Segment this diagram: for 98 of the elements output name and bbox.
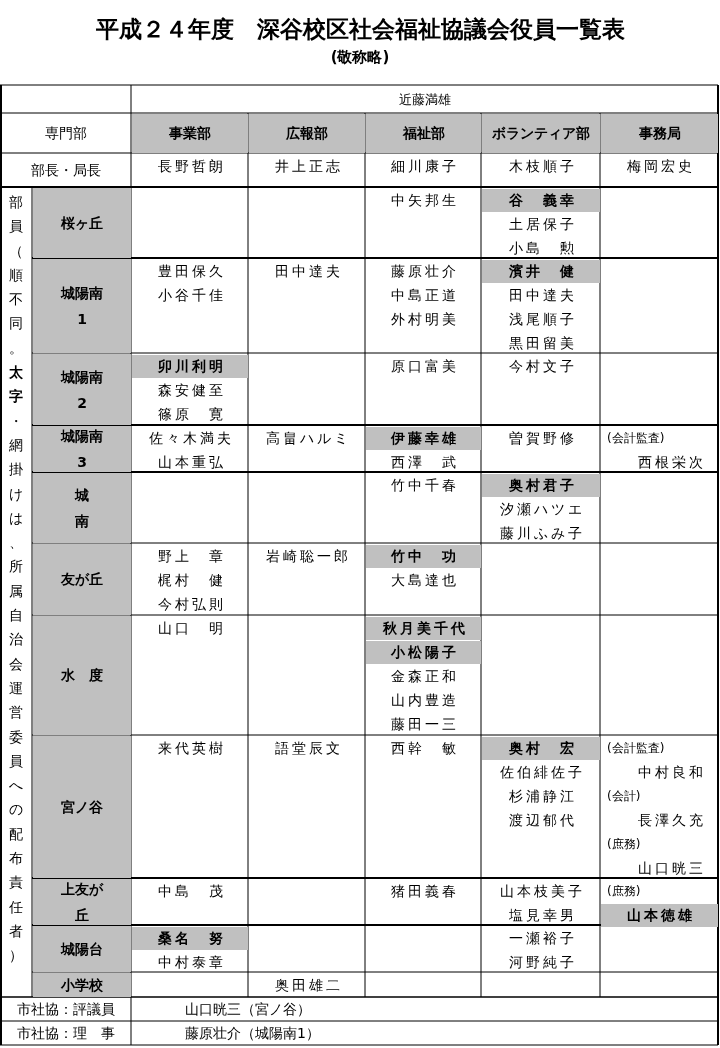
header-cell: 友が丘: [33, 544, 131, 615]
role-note: (庶務): [606, 883, 642, 900]
member-name: 高畠ハルミ: [265, 429, 352, 448]
highlighted-name: 竹中 功: [366, 545, 481, 568]
member-name: 原口富美: [390, 357, 460, 376]
member-name: 細川康子: [390, 157, 460, 176]
header-cell: 事務局: [601, 114, 718, 153]
member-name: 中村良和: [637, 763, 707, 782]
member-name: 木枝順子: [507, 157, 578, 176]
member-name: 今村弘則: [156, 595, 227, 614]
highlighted-name: 伊藤幸雄: [366, 427, 481, 450]
member-name: 中島 茂: [156, 882, 227, 901]
member-name: 小島 勲: [507, 239, 578, 258]
member-name: 梶村 健: [156, 571, 227, 590]
header-cell: 城陽南3: [33, 426, 131, 472]
header-cell: 城南: [33, 473, 131, 543]
member-name: 渡辺郁代: [507, 811, 578, 830]
member-name: 来代英樹: [156, 739, 227, 758]
member-name: 西幹 敏: [390, 739, 460, 758]
member-name: 山内豊造: [390, 691, 460, 710]
header-cell: 宮ノ谷: [33, 736, 131, 878]
member-name: 長澤久充: [637, 811, 707, 830]
member-name: 山本枝美子: [499, 882, 586, 901]
role-note: (会計監査): [606, 740, 666, 757]
header-cell: 城陽南2: [33, 354, 131, 425]
highlighted-name: 谷 義幸: [482, 189, 600, 212]
member-name: 山口 明: [156, 619, 227, 638]
member-name: 山本重弘: [156, 453, 227, 472]
header-text: 専門部: [44, 124, 88, 143]
member-name: 塩見幸男: [507, 906, 578, 925]
member-name: 岩崎聡一郎: [265, 547, 352, 566]
member-name: 今村文子: [507, 357, 578, 376]
highlighted-name: 小松陽子: [366, 641, 481, 664]
header-cell: 城陽南1: [33, 259, 131, 353]
member-name: 佐々木満夫: [148, 429, 235, 448]
header-cell: 城陽台: [33, 926, 131, 972]
role-note: (会計監査): [606, 430, 666, 447]
highlighted-name: 奥村君子: [482, 474, 600, 497]
member-name: 井上正志: [273, 157, 344, 176]
member-name: 河野純子: [507, 953, 578, 972]
member-name: 小谷千佳: [156, 286, 227, 305]
member-name: 汐瀬ハツエ: [499, 500, 586, 519]
table-title: 平成２４年度 深谷校区社会福祉協議会役員一覧表: [94, 15, 626, 44]
highlighted-name: 濱井 健: [482, 260, 600, 283]
member-name: 杉浦静江: [507, 787, 578, 806]
member-name: 篠原 寛: [156, 405, 227, 424]
member-name: 藤川ふみ子: [499, 524, 586, 543]
header-text: 市社協：評議員: [16, 1000, 116, 1019]
member-name: 外村明美: [390, 310, 460, 329]
member-name: 野上 章: [156, 547, 227, 566]
member-name: 中矢邦生: [390, 191, 460, 210]
member-name: 金森正和: [390, 667, 460, 686]
highlighted-name: 卯川利明: [132, 355, 248, 378]
member-name: 一瀬裕子: [507, 929, 578, 948]
member-name: 西根栄次: [637, 453, 707, 472]
member-name: 中島正道: [390, 286, 460, 305]
member-name: 豊田保久: [156, 262, 227, 281]
vertical-note: 部員（順不同。太字・網掛けは、所属自治会運営委員への配布責任者）: [8, 193, 24, 966]
member-name: 山口晄三（宮ノ谷）: [185, 1000, 311, 1019]
member-name: 大島達也: [390, 571, 460, 590]
member-name: 森安健至: [156, 381, 227, 400]
member-name: 長野哲朗: [156, 157, 227, 176]
header-cell: 事業部: [132, 114, 248, 153]
member-name: 土居保子: [507, 215, 578, 234]
header-text: 部長・局長: [30, 161, 102, 180]
member-name: 奥田雄二: [273, 976, 344, 995]
header-cell: 広報部: [249, 114, 365, 153]
member-name: 山口晄三: [637, 859, 707, 878]
member-name: 黒田留美: [507, 334, 578, 353]
highlighted-name: 桑名 努: [132, 927, 248, 950]
highlighted-name: 奥村 宏: [482, 737, 600, 760]
member-name: 猪田義春: [390, 882, 460, 901]
highlighted-name: 山本徳雄: [601, 904, 718, 927]
member-name: 中村泰章: [156, 953, 227, 972]
role-note: (会計): [606, 788, 642, 805]
header-cell: ボランティア部: [482, 114, 600, 153]
header-text: 市社協：理 事: [16, 1024, 116, 1043]
header-cell: 福祉部: [366, 114, 481, 153]
header-cell: 水 度: [33, 616, 131, 735]
member-name: 語堂辰文: [273, 739, 344, 758]
member-name: 田中達夫: [507, 286, 578, 305]
member-name: 佐伯緋佐子: [499, 763, 586, 782]
member-name: 竹中千春: [390, 476, 460, 495]
highlighted-name: 秋月美千代: [366, 617, 481, 640]
member-name: 藤原壮介（城陽南1）: [185, 1024, 320, 1043]
subtitle: (敬称略): [329, 47, 391, 68]
role-note: (庶務): [606, 836, 642, 853]
member-name: 西澤 武: [390, 453, 460, 472]
header-cell: 小学校: [33, 973, 131, 997]
header-text: 近藤満雄: [398, 91, 452, 109]
member-name: 藤田一三: [390, 715, 460, 734]
member-name: 藤原壮介: [390, 262, 460, 281]
member-name: 浅尾順子: [507, 310, 578, 329]
member-name: 梅岡宏史: [626, 157, 696, 176]
header-cell: 上友が丘: [33, 879, 131, 925]
member-name: 曽賀野修: [507, 429, 578, 448]
header-cell: 桜ヶ丘: [33, 188, 131, 258]
member-name: 田中達夫: [273, 262, 344, 281]
